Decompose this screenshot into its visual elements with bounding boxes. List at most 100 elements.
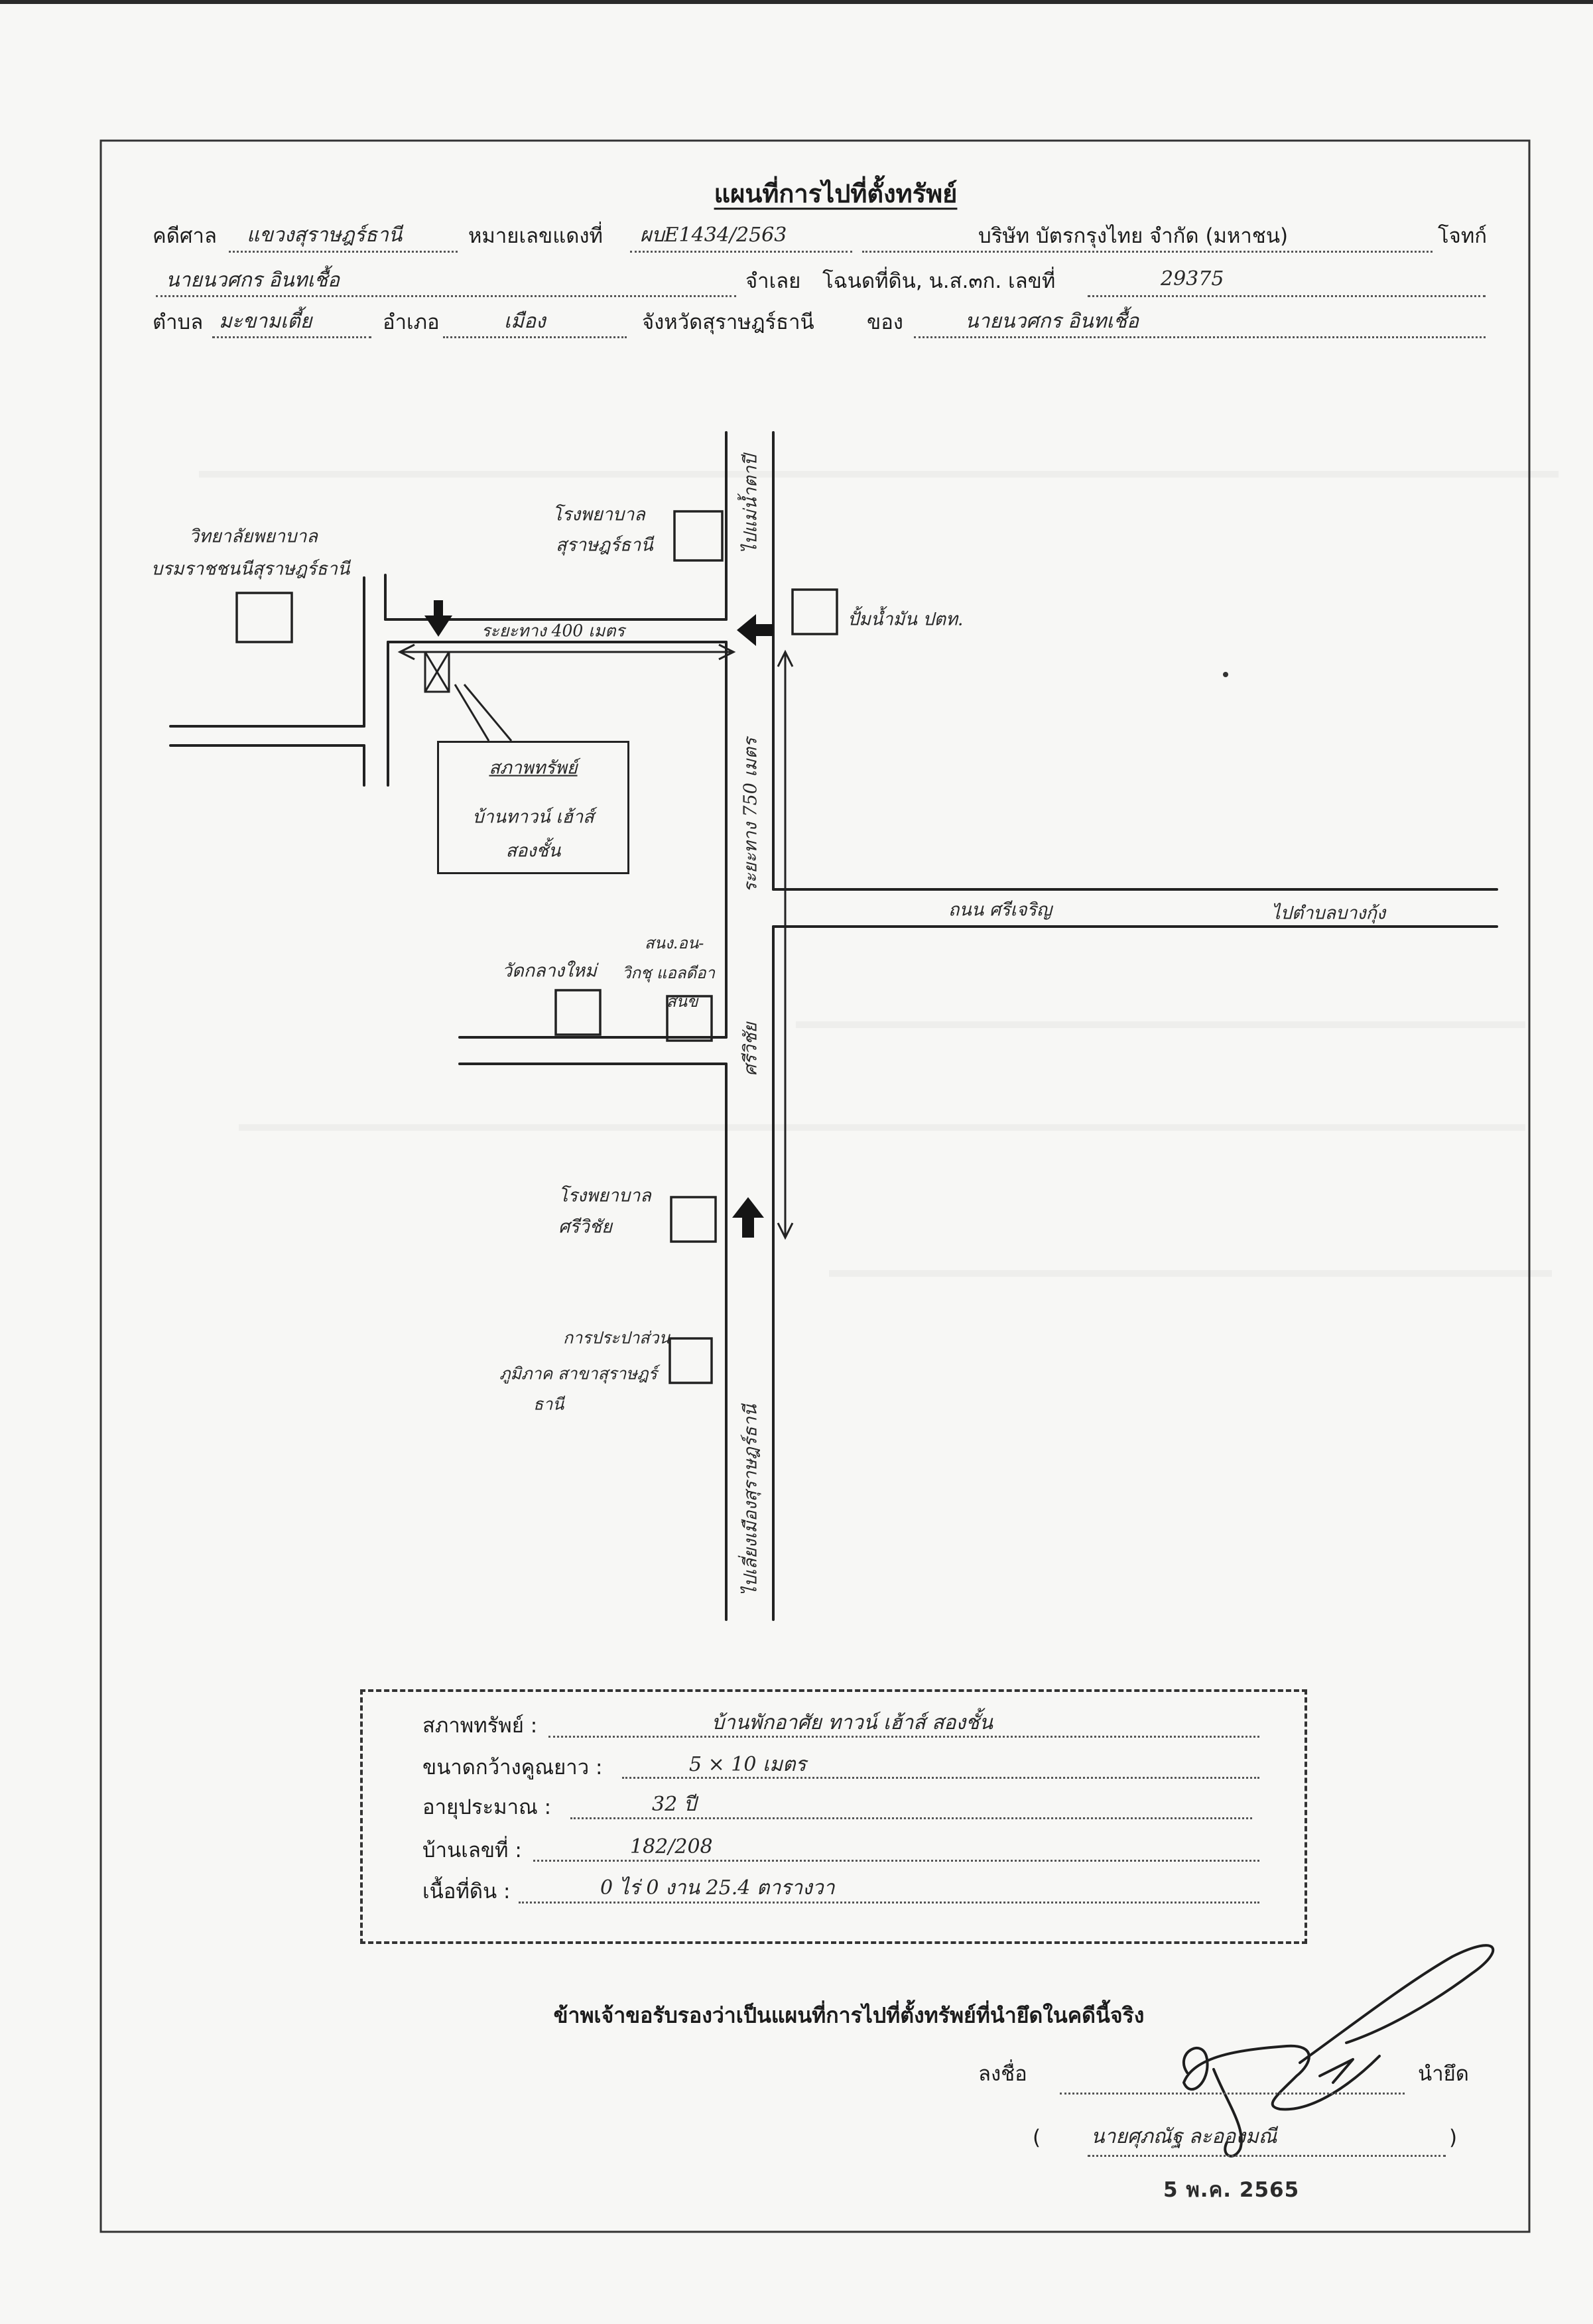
property-callout-box: สภาพทรัพย์ บ้านทาวน์ เฮ้าส์ สองชั้น xyxy=(437,741,629,874)
red-case-dotted-line xyxy=(630,251,852,253)
office-label: วิกชุ แอลดีอา xyxy=(622,964,715,983)
owner-dotted-line xyxy=(914,336,1486,338)
bleed-through-marks xyxy=(199,471,1559,1277)
east-road-label: ถนน ศรีเจริญ xyxy=(948,899,1052,921)
property-row-dotted-line xyxy=(548,1736,1259,1738)
defendant-label: จำเลย xyxy=(745,269,801,294)
property-row-value: 182/208 xyxy=(630,1835,713,1858)
plaintiff-value: บริษัท บัตรกรุงไทย จำกัด (มหาชน) xyxy=(978,224,1289,249)
signature-dotted-line xyxy=(1060,2093,1405,2095)
ink-speck xyxy=(1223,672,1228,677)
signature-stroke xyxy=(1182,2044,1381,2111)
callout-pointer xyxy=(463,684,513,742)
subdistrict-dotted-line xyxy=(212,336,371,338)
property-row-dotted-line xyxy=(570,1817,1252,1819)
deed-value: 29375 xyxy=(1161,267,1224,290)
property-row-dotted-line xyxy=(622,1777,1259,1779)
arrow-up-icon xyxy=(732,1197,764,1238)
landmark-boxes xyxy=(235,510,838,1384)
hospital-north-label: สุราษฎร์ธานี xyxy=(556,535,653,556)
property-row-label: สภาพทรัพย์ : xyxy=(422,1714,538,1738)
temple-label: วัดกลางใหม่ xyxy=(502,960,597,982)
red-case-label: หมายเลขแดงที่ xyxy=(468,224,603,249)
court-value: แขวงสุราษฎร์ธานี xyxy=(247,223,403,247)
property-details-box xyxy=(360,1689,1307,1944)
arrowhead-up xyxy=(777,649,794,667)
subdistrict-value: มะขามเตี้ย xyxy=(219,309,312,333)
arrowhead-down xyxy=(777,1222,794,1240)
document-title: แผนที่การไปที่ตั้งทรัพย์ xyxy=(714,179,958,209)
district-value: เมือง xyxy=(504,309,546,333)
office-box xyxy=(666,995,713,1042)
district-dotted-line xyxy=(443,336,627,338)
district-label: อำเภอ xyxy=(383,310,440,335)
callout-pointer xyxy=(454,684,490,742)
property-callout-line: สองชั้น xyxy=(505,840,561,862)
waterworks-label: การประปาส่วน xyxy=(563,1328,670,1348)
property-row-label: เนื้อที่ดิน : xyxy=(422,1880,511,1904)
hospital-south-label: โรงพยาบาล xyxy=(558,1185,651,1206)
to-north-label: ไปแม่น้ำตาปี xyxy=(740,454,761,554)
property-row-value: 32 ปี xyxy=(652,1792,696,1816)
arrow-down-icon xyxy=(424,600,452,637)
hospital-south-box xyxy=(670,1196,717,1243)
property-row-dotted-line xyxy=(533,1860,1259,1862)
gas-station-label: ปั้มน้ำมัน ปตท. xyxy=(848,609,964,630)
deed-label: โฉนดที่ดิน, น.ส.๓ก. เลขที่ xyxy=(822,269,1056,294)
waterworks-label: ธานี xyxy=(533,1394,564,1414)
property-callout-line: บ้านทาวน์ เฮ้าส์ xyxy=(472,807,594,828)
distance-arrows xyxy=(397,643,794,1240)
plaintiff-dotted-line xyxy=(862,251,1433,253)
owner-value: นายนวศกร อินทเชื้อ xyxy=(965,309,1139,333)
certification-statement: ข้าพเจ้าขอรับรองว่าเป็นแผนที่การไปที่ตั้… xyxy=(553,2002,1145,2028)
property-row-label: บ้านเลขที่ : xyxy=(422,1839,522,1863)
temple-box xyxy=(554,989,602,1036)
owner-label: ของ xyxy=(867,310,903,335)
property-x-mark xyxy=(424,651,450,692)
distance-west-label: ระยะทาง 400 เมตร xyxy=(481,621,625,641)
arrowhead-right xyxy=(718,643,736,661)
province-label: จังหวัดสุราษฎร์ธานี xyxy=(642,310,814,335)
nursing-college-box xyxy=(235,592,293,643)
document-frame xyxy=(99,139,1531,2233)
arrowhead-left xyxy=(397,643,415,661)
court-label: คดีศาล xyxy=(153,224,217,249)
subdistrict-label: ตำบล xyxy=(153,310,204,335)
signer-role: นำยึด xyxy=(1418,2062,1469,2087)
open-paren: ( xyxy=(1033,2126,1041,2150)
signer-name: นายศุภณัฐ ละอองมณี xyxy=(1091,2124,1277,2148)
arrow-left-icon xyxy=(737,614,773,646)
deed-dotted-line xyxy=(1088,295,1486,297)
to-south-label: ไปเลี่ยงเมืองสุราษฎร์ธานี xyxy=(740,1404,761,1596)
signature-stroke xyxy=(1318,2058,1354,2084)
to-east-label: ไปตำบลบางกุ้ง xyxy=(1271,903,1386,924)
property-row-label: อายุประมาณ : xyxy=(422,1795,552,1820)
waterworks-label: ภูมิภาค สาขาสุราษฎร์ xyxy=(499,1364,657,1384)
court-dotted-line xyxy=(229,251,458,253)
property-row-dotted-line xyxy=(519,1902,1259,1904)
property-row-value: บ้านพักอาศัย ทาวน์ เฮ้าส์ สองชั้น xyxy=(712,1711,993,1734)
date-stamp: 5 พ.ค. 2565 xyxy=(1163,2178,1300,2203)
scan-top-edge xyxy=(0,0,1593,4)
main-road-label: ศรีวิชัย xyxy=(740,1022,761,1076)
hospital-south-label: ศรีวิชัย xyxy=(558,1216,612,1238)
property-marker xyxy=(424,651,513,742)
waterworks-box xyxy=(669,1337,713,1384)
property-row-value: 5 × 10 เมตร xyxy=(689,1752,806,1776)
name-dotted-line xyxy=(1088,2155,1446,2157)
office-label: สนข xyxy=(667,992,698,1011)
property-row-value: 0 ไร่ 0 งาน 25.4 ตารางวา xyxy=(600,1876,835,1900)
hospital-north-label: โรงพยาบาล xyxy=(552,504,645,525)
plaintiff-label: โจทก์ xyxy=(1438,224,1488,249)
property-row-label: ขนาดกว้างคูณยาว : xyxy=(422,1756,603,1780)
sign-label: ลงชื่อ xyxy=(978,2062,1027,2087)
close-paren: ) xyxy=(1449,2126,1458,2150)
office-label: สนง.อน- xyxy=(645,934,704,953)
direction-arrows xyxy=(424,600,773,1238)
signature-stroke xyxy=(1299,1944,1495,2064)
red-case-value: ผบE1434/2563 xyxy=(640,223,787,247)
distance-south-label: ระยะทาง 750 เมตร xyxy=(740,738,761,893)
property-callout-title: สภาพทรัพย์ xyxy=(489,757,578,779)
roads xyxy=(169,431,1498,1621)
